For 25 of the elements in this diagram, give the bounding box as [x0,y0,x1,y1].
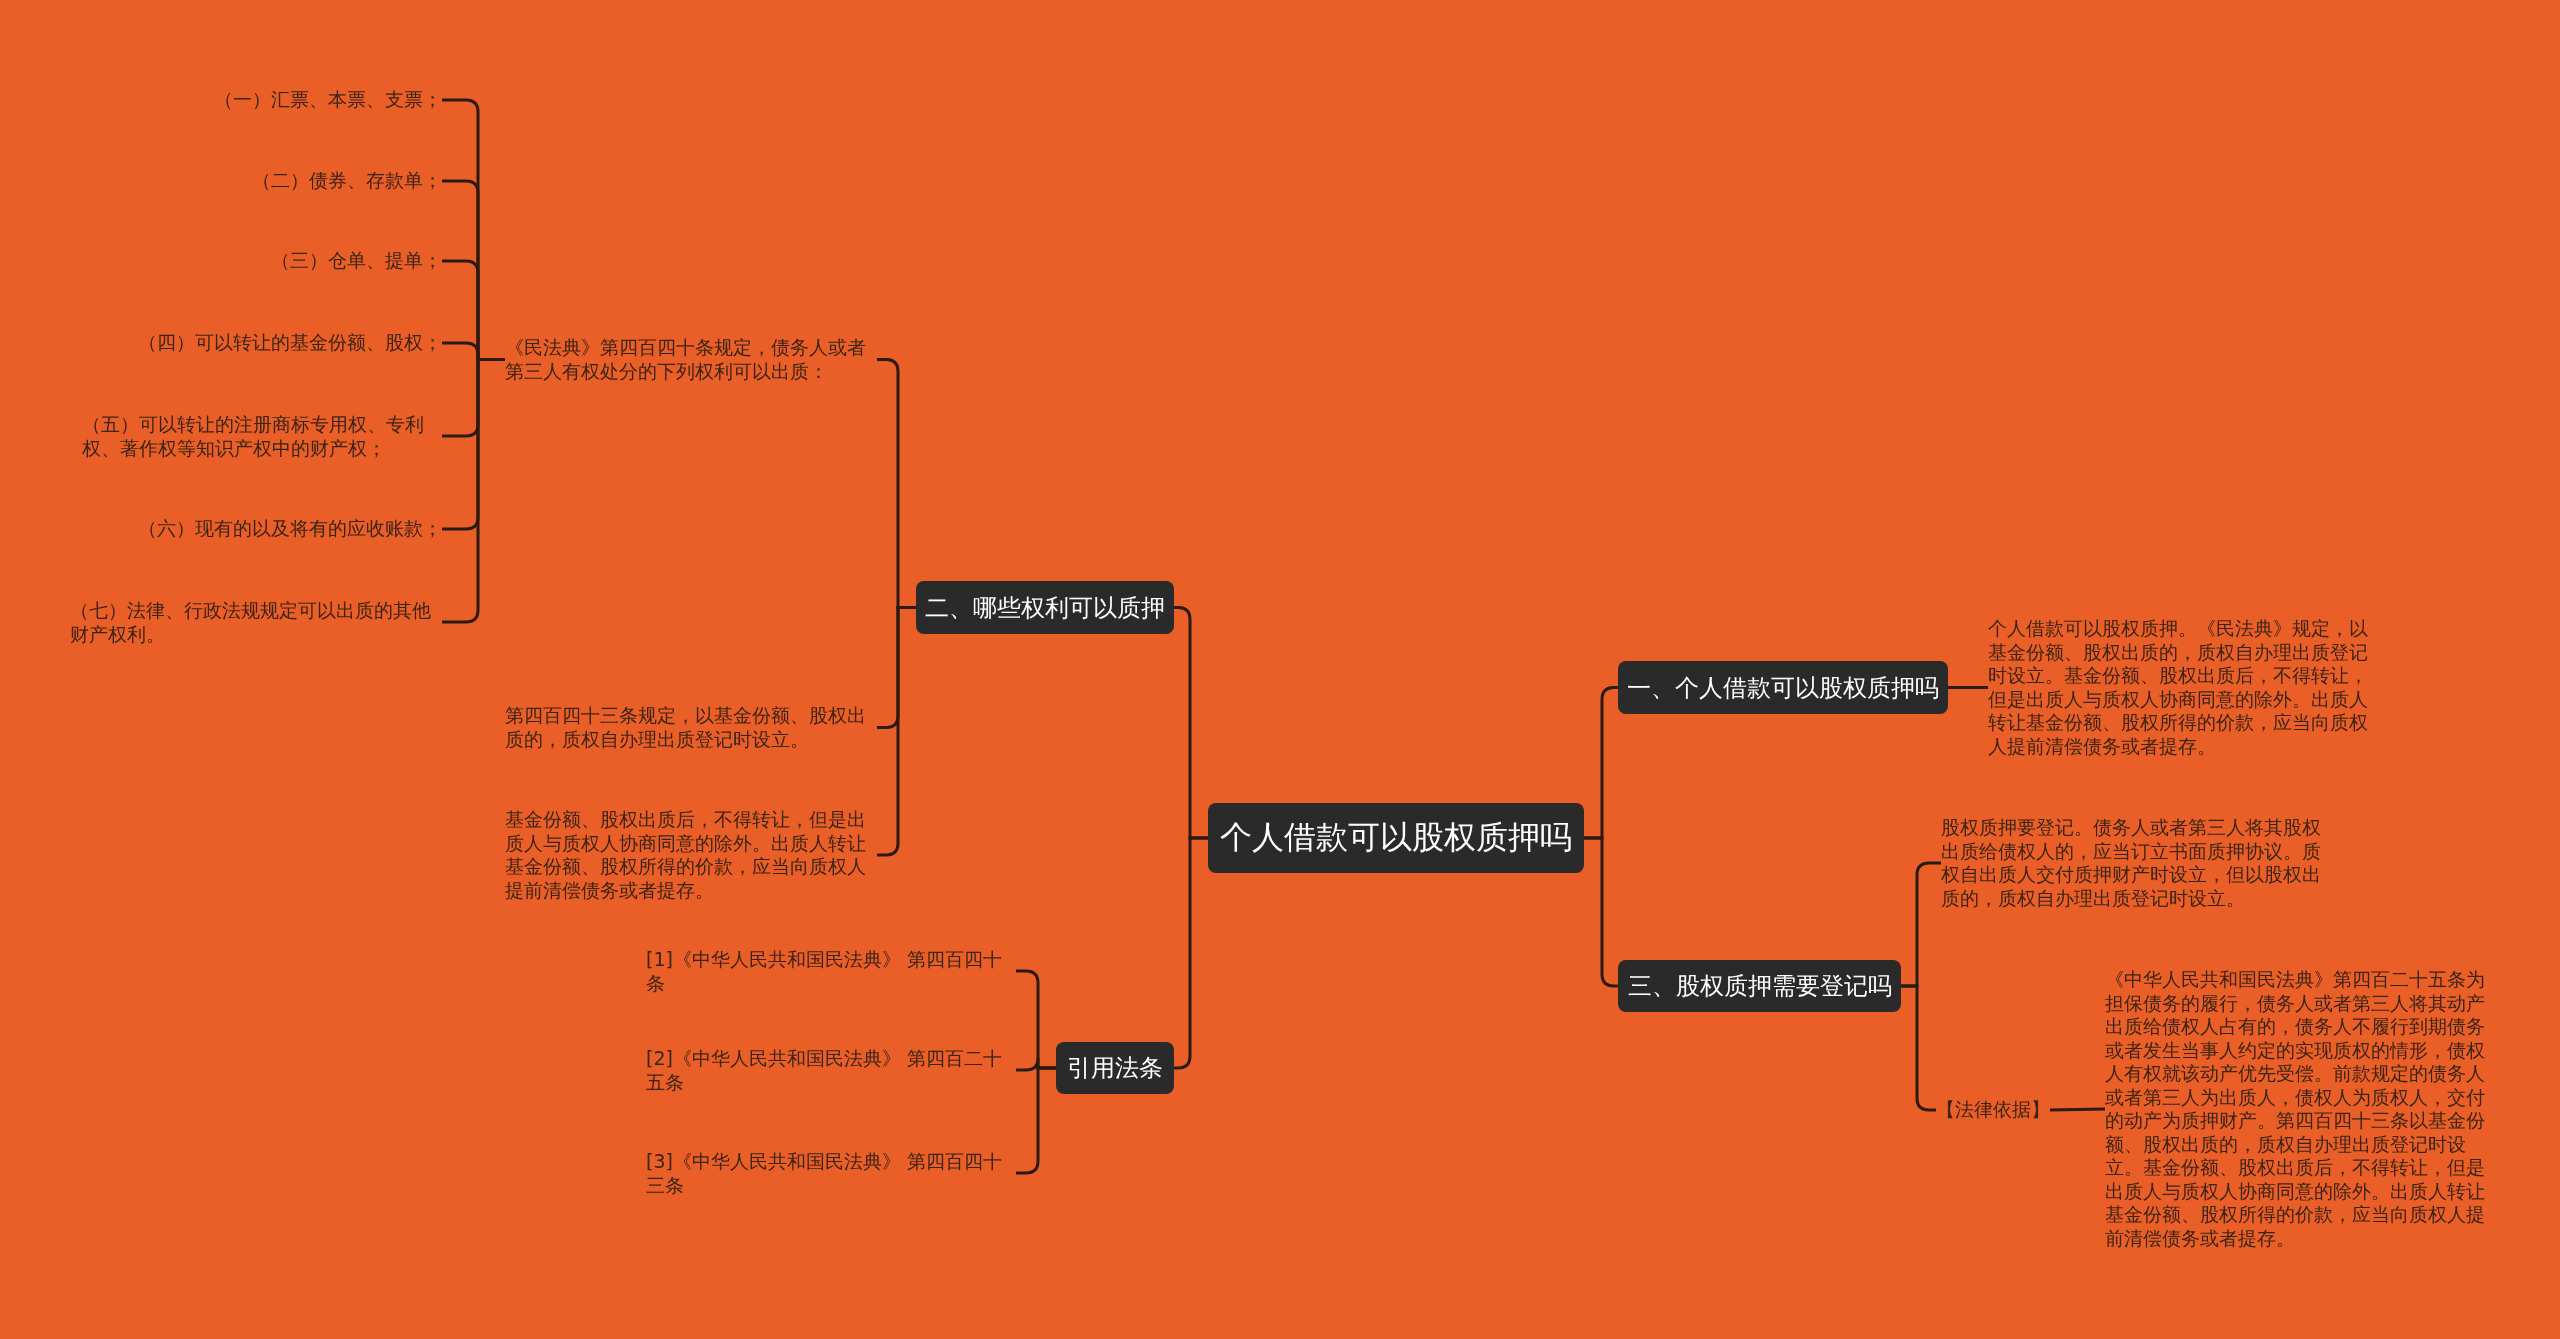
note-text: 第四百四十三条规定，以基金份额、股权出质的，质权自办理出质登记时设立。 [505,704,877,751]
note-text: 股权质押要登记。债务人或者第三人将其股权出质给债权人的，应当订立书面质押协议。质权自出质人交付质押财产时设立，但以股权出质的，质权自办理出质登记时设立。 [1941,816,2321,910]
note-text: 个人借款可以股权质押。《民法典》规定，以基金份额、股权出质的，质权自办理出质登记时设立。基金份额、股权出质后，不得转让，但是出质人与质权人协商同意的除外。出质人转让基金份额、股权所得的价款，应当向质权人提前清偿债务或者提存。 [1988,617,2368,758]
note-text: （一）汇票、本票、支票； [214,88,442,112]
note-text: （六）现有的以及将有的应收账款； [138,517,442,541]
note-text: 基金份额、股权出质后，不得转让，但是出质人与质权人协商同意的除外。出质人转让基金份额、股权所得的价款，应当向质权人提前清偿债务或者提存。 [505,808,877,902]
note-text: （五）可以转让的注册商标专用权、专利权、著作权等知识产权中的财产权； [82,412,442,460]
note-text: （三）仓单、提单； [271,249,442,273]
note-text: [1]《中华人民共和国民法典》 第四百四十条 [646,947,1016,995]
note-text: （四）可以转让的基金份额、股权； [138,331,442,355]
connector-line [2049,1107,2106,1112]
note-text: 【法律依据】 [1936,1098,2050,1122]
note-text: [2]《中华人民共和国民法典》 第四百二十五条 [646,1046,1016,1094]
note-text: （七）法律、行政法规规定可以出质的其他财产权利。 [70,598,442,646]
topic-box: 一、个人借款可以股权质押吗 [1618,661,1948,714]
topic-box: 引用法条 [1056,1042,1174,1094]
topic-box: 二、哪些权利可以质押 [916,581,1174,634]
central-topic-box: 个人借款可以股权质押吗 [1208,803,1584,873]
topic-box: 三、股权质押需要登记吗 [1618,960,1901,1012]
connector-line [442,358,505,624]
note-text: （二）债券、存款单； [252,169,442,193]
connector-line [1948,686,1988,689]
note-text: [3]《中华人民共和国民法典》 第四百四十三条 [646,1149,1016,1197]
note-text: 《民法典》第四百四十条规定，债务人或者第三人有权处分的下列权利可以出质： [505,336,877,383]
note-text: 《中华人民共和国民法典》第四百二十五条为担保债务的履行，债务人或者第三人将其动产出质给债权人占有的，债务人不履行到期债务或者发生当事人约定的实现质权的情形，债权人有权就该动产优先受偿。前款规定的债务人或者第三人为出质人，债权人为质权人，交付的动产为质押财产。第四百四十三条以基金份额、股权出质的，质权自办理出质登记时设立。基金份额、股权出质后，不得转让，但是出质人与质权人协商同意的除外。出质人转让基金份额、股权所得的价款，应当向质权人提前清偿债务或者提存。 [2105,968,2485,1250]
